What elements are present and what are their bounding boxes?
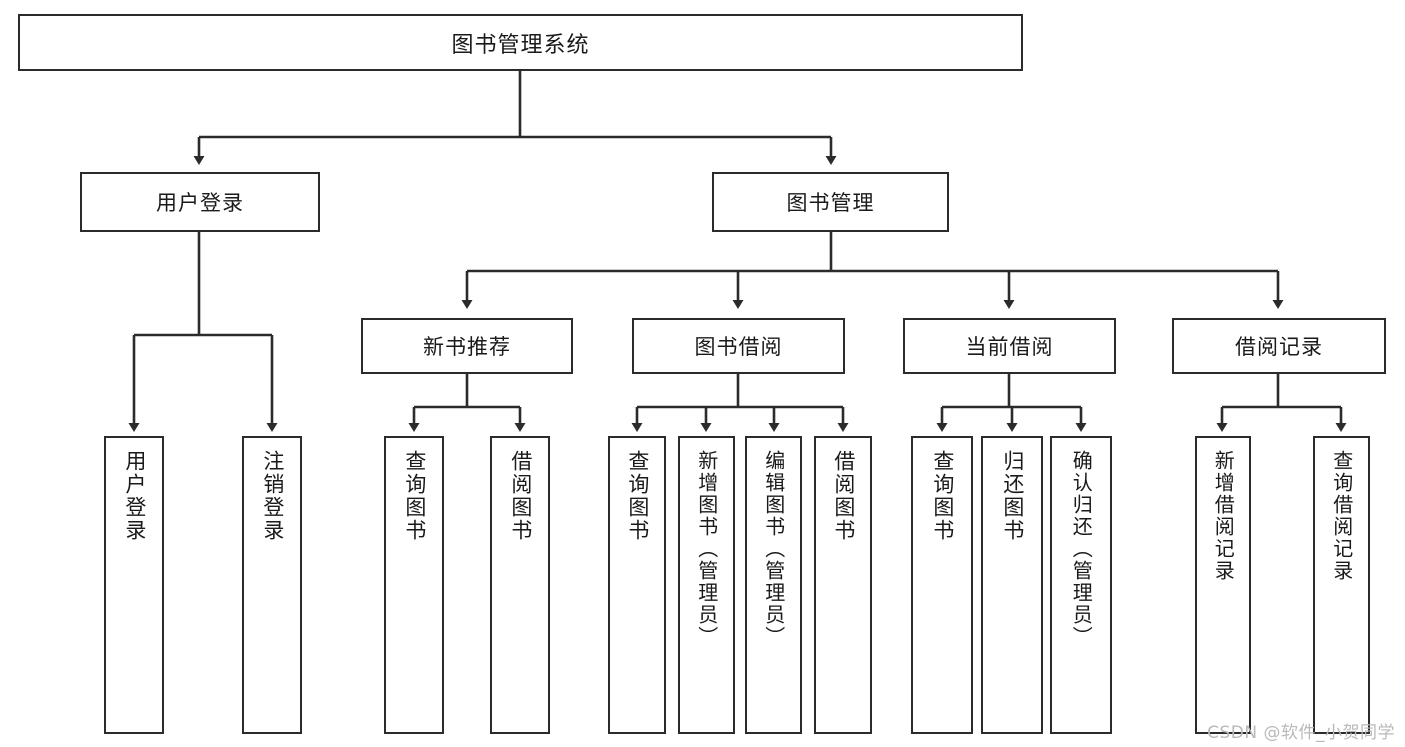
node-current-borrow[interactable]: 当前借阅 — [903, 318, 1116, 374]
leaf-borrow-edit-book-admin[interactable]: 编辑图书（管理员） — [745, 436, 802, 734]
node-current-borrow-label: 当前借阅 — [965, 335, 1054, 359]
leaf-borrow-borrow-book[interactable]: 借阅图书 — [814, 436, 872, 734]
node-user-login-label: 用户登录 — [156, 191, 244, 215]
leaf-user-login-logout[interactable]: 注销登录 — [242, 436, 302, 734]
leaf-label: 编辑图书（管理员） — [761, 450, 786, 648]
leaf-label: 新增借阅记录 — [1211, 450, 1236, 582]
leaf-label: 查询图书 — [930, 450, 955, 542]
leaf-label: 确认归还（管理员） — [1069, 450, 1094, 648]
leaf-user-login-login[interactable]: 用户登录 — [104, 436, 164, 734]
node-borrow-record-label: 借阅记录 — [1235, 335, 1323, 359]
leaf-label: 归还图书 — [1000, 450, 1025, 542]
leaf-label: 查询图书 — [402, 450, 427, 542]
node-new-book-recommend[interactable]: 新书推荐 — [361, 318, 573, 374]
leaf-label: 借阅图书 — [508, 450, 533, 542]
leaf-label: 查询图书 — [625, 450, 650, 542]
node-book-borrow-label: 图书借阅 — [694, 335, 783, 359]
leaf-new-book-borrow[interactable]: 借阅图书 — [490, 436, 550, 734]
node-book-management[interactable]: 图书管理 — [712, 172, 949, 232]
node-new-book-recommend-label: 新书推荐 — [423, 335, 511, 359]
node-root[interactable]: 图书管理系统 — [18, 14, 1023, 71]
leaf-label: 注销登录 — [260, 450, 285, 542]
leaf-label: 新增图书（管理员） — [694, 450, 719, 648]
leaf-label: 查询借阅记录 — [1329, 450, 1354, 582]
node-user-login[interactable]: 用户登录 — [80, 172, 320, 232]
node-root-label: 图书管理系统 — [451, 32, 590, 58]
leaf-current-return-book[interactable]: 归还图书 — [981, 436, 1043, 734]
leaf-borrow-add-book-admin[interactable]: 新增图书（管理员） — [678, 436, 735, 734]
leaf-current-query-book[interactable]: 查询图书 — [911, 436, 973, 734]
leaf-label: 用户登录 — [122, 450, 147, 542]
leaf-borrow-query-book[interactable]: 查询图书 — [608, 436, 666, 734]
leaf-label: 借阅图书 — [831, 450, 856, 542]
leaf-current-confirm-return-admin[interactable]: 确认归还（管理员） — [1050, 436, 1112, 734]
leaf-record-add-record[interactable]: 新增借阅记录 — [1195, 436, 1251, 734]
node-book-borrow[interactable]: 图书借阅 — [632, 318, 845, 374]
leaf-new-book-query[interactable]: 查询图书 — [384, 436, 444, 734]
leaf-record-query-record[interactable]: 查询借阅记录 — [1313, 436, 1370, 734]
csdn-watermark: CSDN @软件_小贺同学 — [1207, 723, 1395, 743]
node-borrow-record[interactable]: 借阅记录 — [1172, 318, 1386, 374]
node-book-management-label: 图书管理 — [786, 191, 875, 215]
